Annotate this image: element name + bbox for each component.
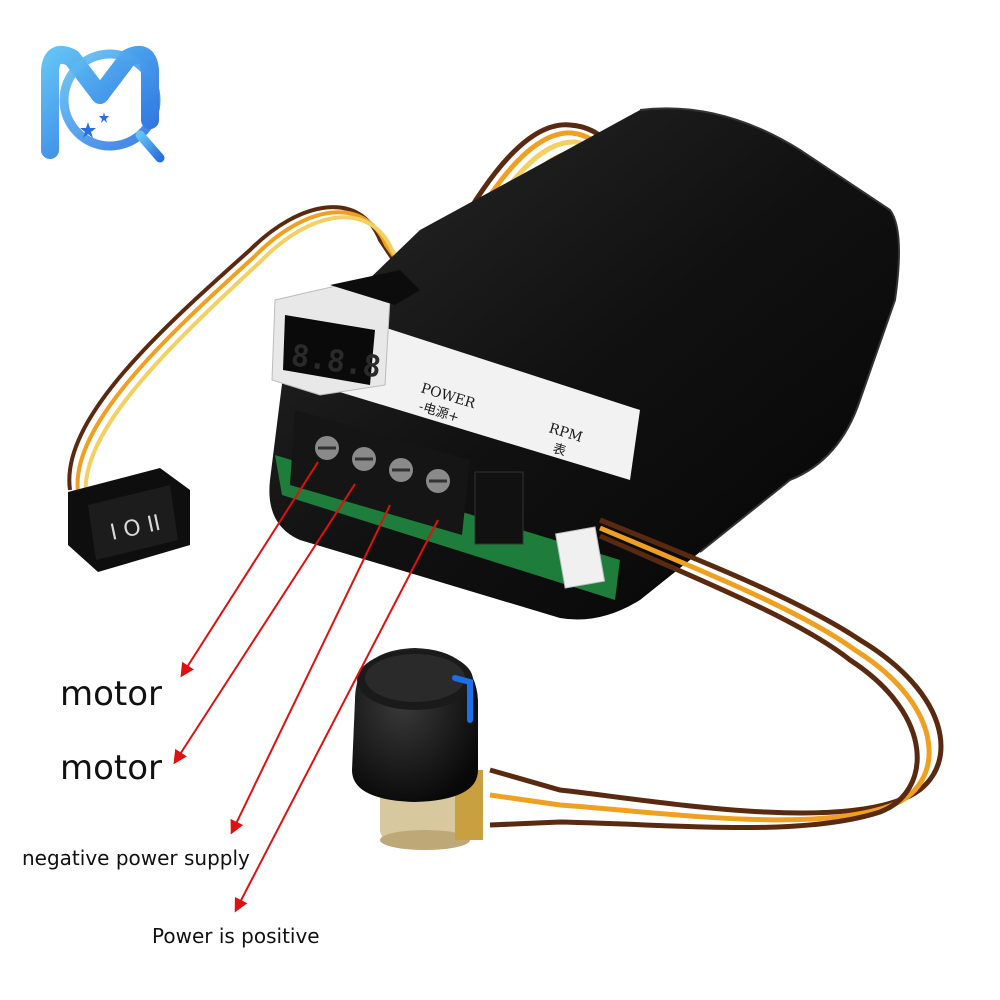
switch-wires xyxy=(67,205,412,495)
screw-terminal-icon xyxy=(315,436,450,493)
mq-logo xyxy=(41,46,165,163)
terminal-block xyxy=(290,410,470,535)
potentiometer-knob xyxy=(352,648,483,850)
arrow-negative xyxy=(230,504,391,835)
label-positive-power: Power is positive xyxy=(152,924,320,948)
label-motor-2: motor xyxy=(60,748,163,788)
knob-wires xyxy=(489,517,944,831)
label-motor-1: motor xyxy=(60,674,163,714)
annotation-arrows xyxy=(173,461,439,913)
arrow-motor-2 xyxy=(173,483,356,765)
arrow-positive xyxy=(234,519,439,913)
arrow-motor-1 xyxy=(180,461,319,678)
rpm-connector xyxy=(474,471,524,545)
knob-connector xyxy=(555,526,606,589)
knob-indicator-icon xyxy=(452,675,473,723)
label-negative-power: negative power supply xyxy=(22,846,250,870)
led-display: 8.8.8 xyxy=(271,270,420,396)
rocker-switch: I O II xyxy=(68,468,190,572)
star-icon xyxy=(80,112,109,138)
rpm-cn-label: 表 xyxy=(551,441,568,459)
